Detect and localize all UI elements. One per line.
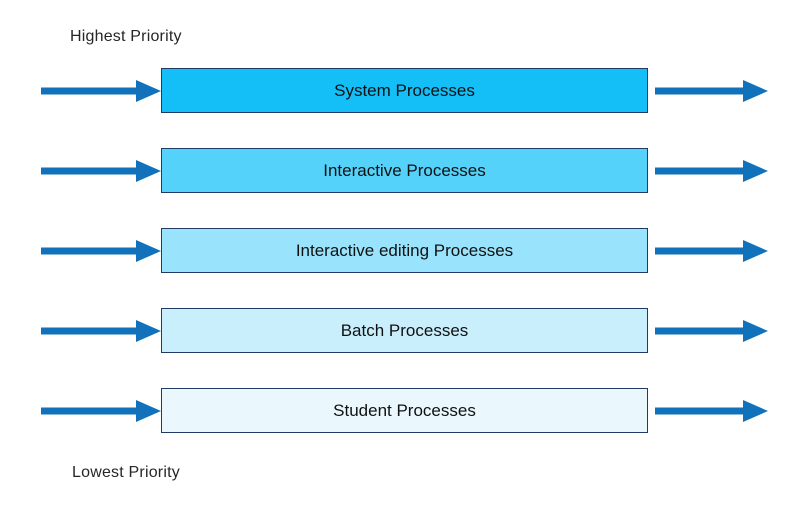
outflow-arrow-icon <box>655 399 768 423</box>
queue-label: Interactive editing Processes <box>295 240 514 260</box>
outflow-arrow-icon <box>655 79 768 103</box>
queue-box-interactive: Interactive Processes <box>161 148 648 193</box>
queue-box-interactive-editing: Interactive editing Processes <box>161 228 648 273</box>
inflow-arrow-icon <box>41 399 161 423</box>
highest-priority-label: Highest Priority <box>70 28 182 45</box>
queue-label: Student Processes <box>333 400 476 420</box>
queue-rows: System Processes Interactive Processes I… <box>0 68 790 433</box>
queue-row-batch: Batch Processes <box>0 308 790 353</box>
inflow-arrow-icon <box>41 319 161 343</box>
queue-label: Interactive Processes <box>323 160 486 180</box>
queue-row-system: System Processes <box>0 68 790 113</box>
outflow-arrow-icon <box>655 159 768 183</box>
queue-row-interactive: Interactive Processes <box>0 148 790 193</box>
inflow-arrow-icon <box>41 159 161 183</box>
queue-label: System Processes <box>334 80 475 100</box>
outflow-arrow-icon <box>655 319 768 343</box>
inflow-arrow-icon <box>41 239 161 263</box>
queue-row-interactive-editing: Interactive editing Processes <box>0 228 790 273</box>
outflow-arrow-icon <box>655 239 768 263</box>
queue-box-system: System Processes <box>161 68 648 113</box>
queue-box-batch: Batch Processes <box>161 308 648 353</box>
queue-box-student: Student Processes <box>161 388 648 433</box>
inflow-arrow-icon <box>41 79 161 103</box>
lowest-priority-label: Lowest Priority <box>72 464 180 481</box>
queue-row-student: Student Processes <box>0 388 790 433</box>
queue-label: Batch Processes <box>340 320 469 340</box>
